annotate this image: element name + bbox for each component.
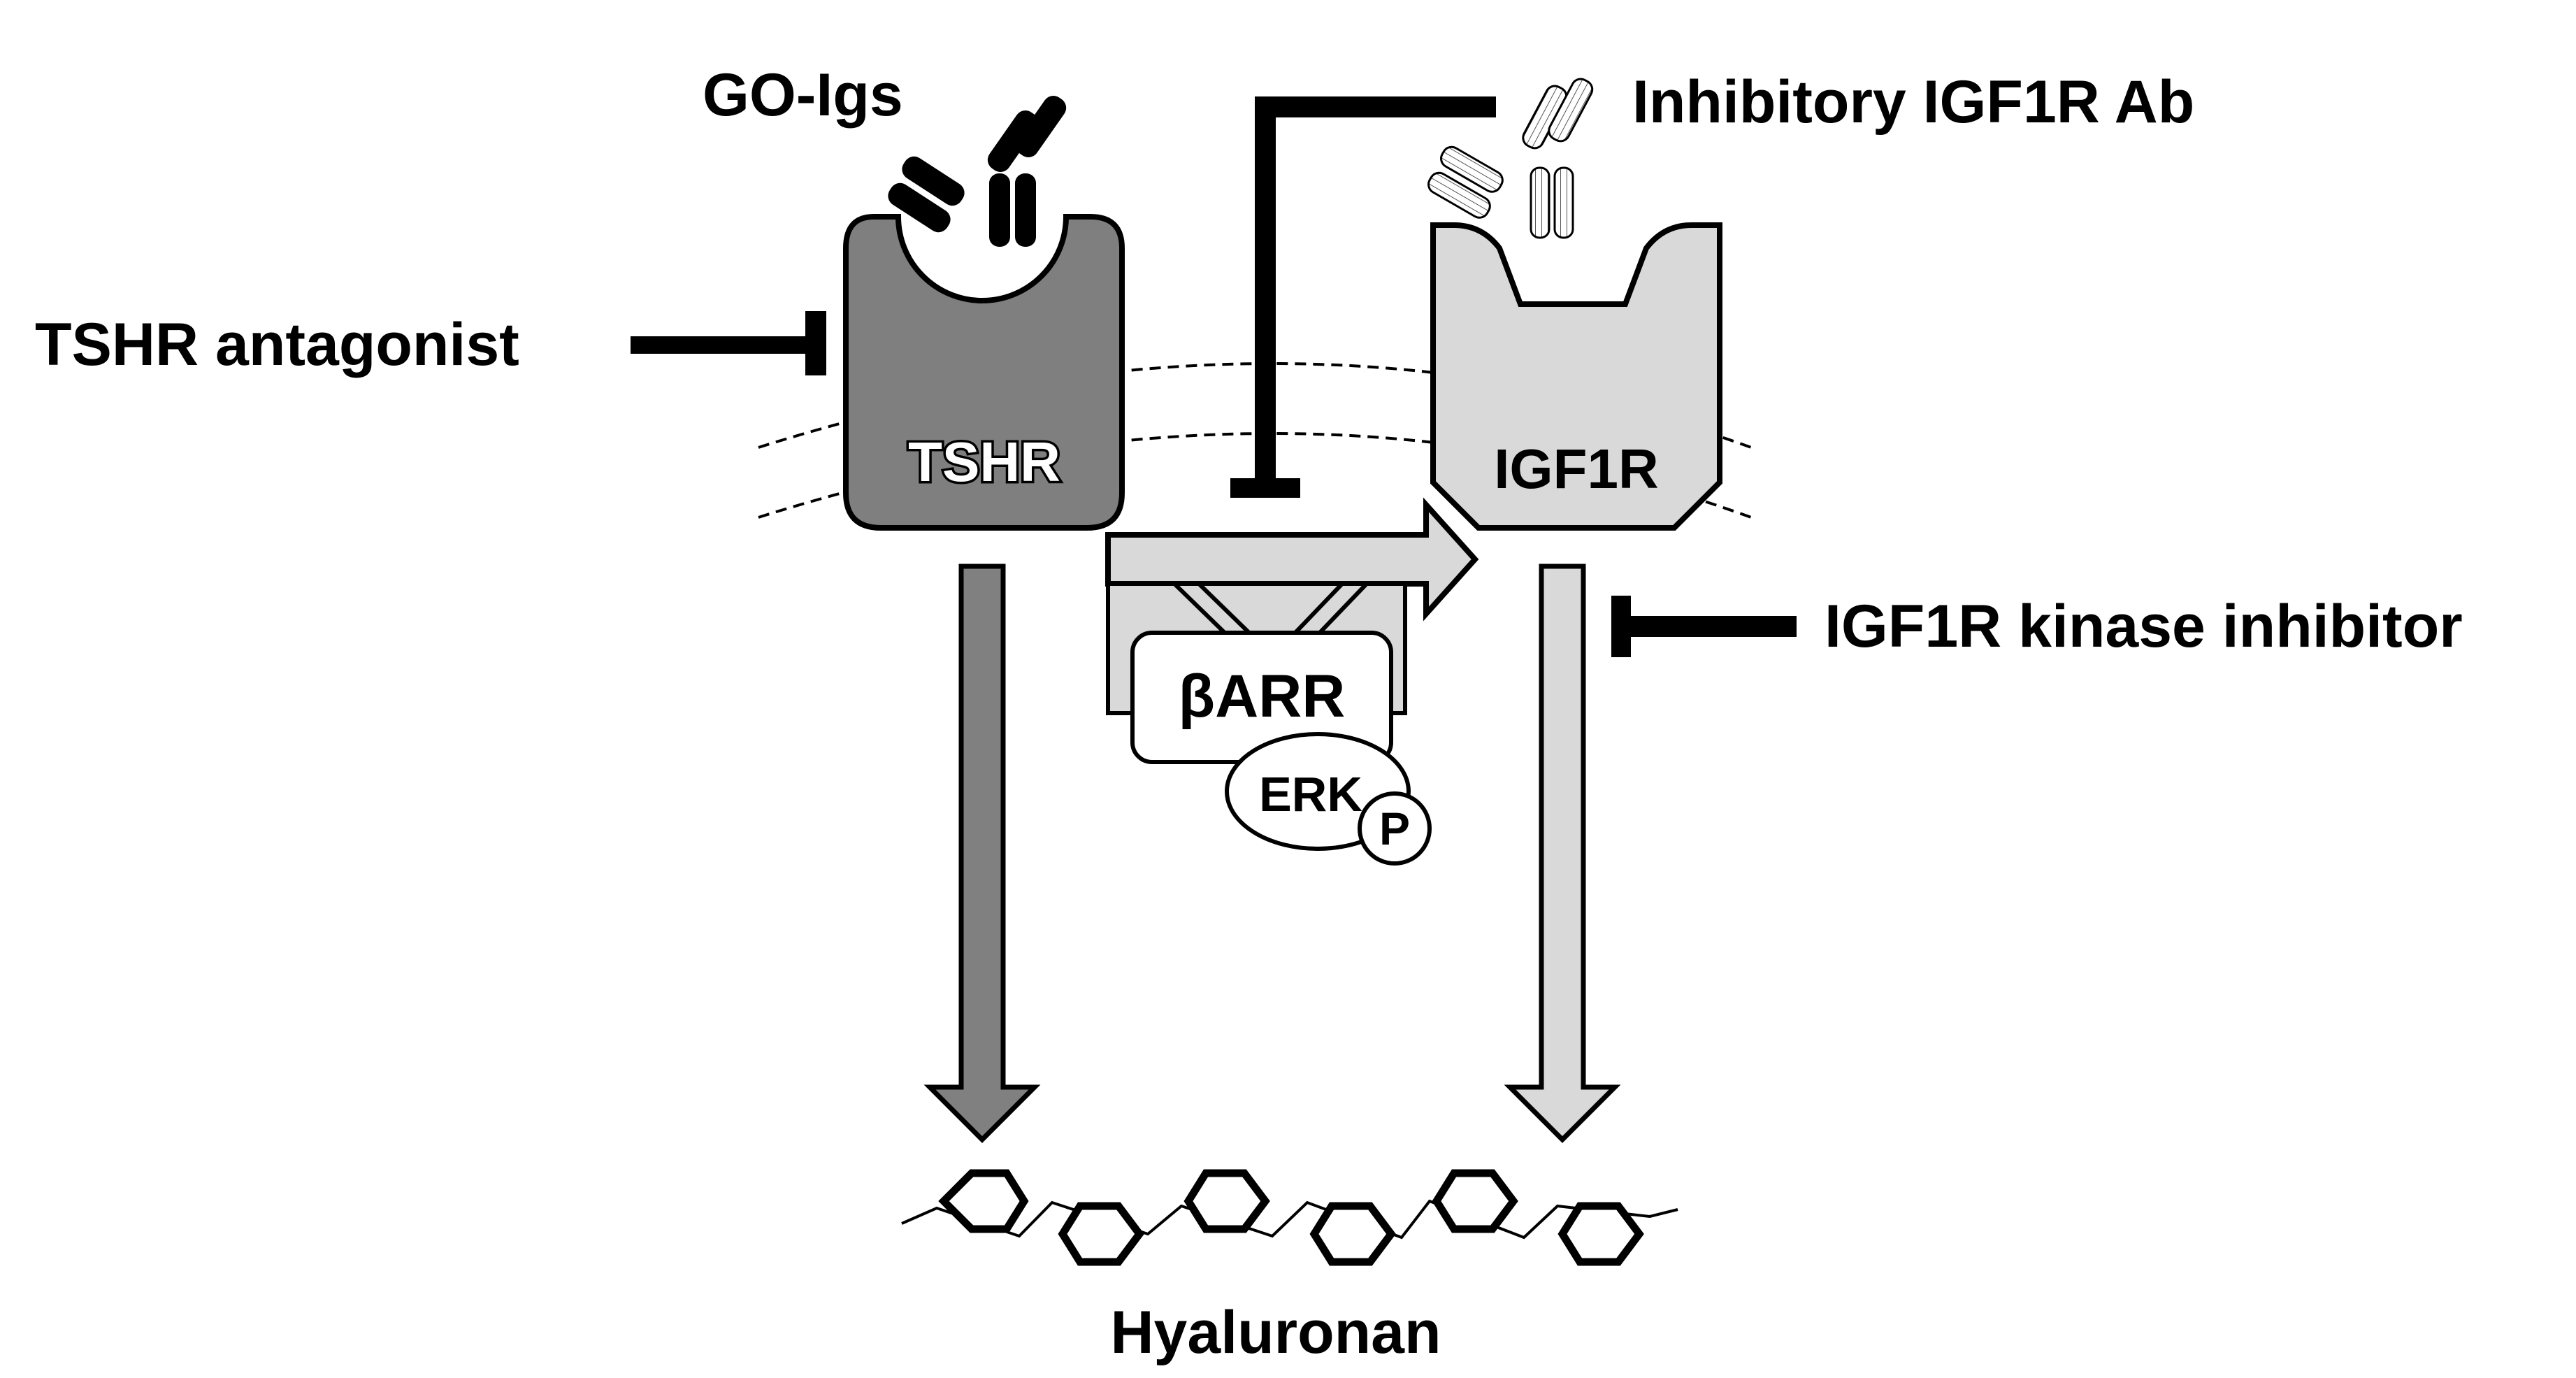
- barr-label: βARR: [1179, 663, 1346, 730]
- igf1r-kinase-inhibitor-label: IGF1R kinase inhibitor: [1825, 593, 2463, 660]
- tshr-receptor: [843, 214, 1125, 531]
- igf1r-hyaluronan-arrow: [1504, 564, 1621, 1143]
- inhibitory-igf1r-ab-label: Inhibitory IGF1R Ab: [1632, 69, 2194, 136]
- tshr-antagonist-inhibitor: [631, 311, 826, 375]
- go-igs-label: GO-Igs: [703, 62, 903, 129]
- hyaluronan-label: Hyaluronan: [1110, 1299, 1441, 1366]
- tshr-antagonist-label: TSHR antagonist: [35, 311, 519, 378]
- igf1r-receptor: [1430, 222, 1722, 531]
- phospho-label: P: [1379, 803, 1410, 854]
- tshr-label: TSHR: [908, 431, 1060, 493]
- inhibitory-igf1r-antibody: [1427, 78, 1594, 239]
- erk-label: ERK: [1259, 767, 1362, 821]
- kinase-inhibitor: [1611, 596, 1797, 657]
- go-igs-antibody: [888, 96, 1067, 247]
- inhibitory-ab-inhibitor: [1230, 96, 1496, 498]
- igf1r-label: IGF1R: [1494, 438, 1659, 500]
- tshr-hyaluronan-arrow: [923, 564, 1041, 1143]
- hyaluronan-chain: [901, 1169, 1678, 1266]
- phospho-circle: [1358, 791, 1432, 866]
